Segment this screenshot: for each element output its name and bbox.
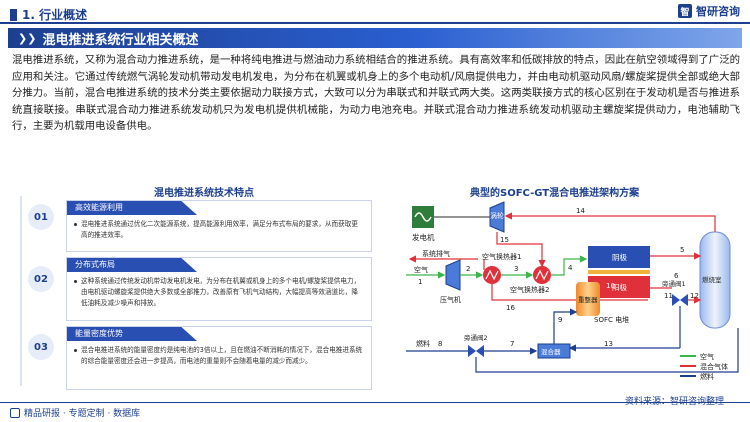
valve1-label: 旁通阀1 bbox=[662, 279, 686, 288]
compressor-label: 压气机 bbox=[440, 295, 461, 304]
source-note: 资料来源：智研咨询整理 bbox=[624, 397, 724, 407]
sofc-gt-diagram: 发电机 涡轮 系统排气 空气 压气机 空气换热器1 空气换热器2 阴极 阳极 S… bbox=[406, 201, 739, 381]
stream-number: 15 bbox=[500, 236, 509, 244]
bullet-icon bbox=[74, 280, 77, 283]
exhaust-label: 系统排气 bbox=[422, 249, 450, 258]
stream-number: 10 bbox=[606, 282, 615, 290]
turbine-label: 涡轮 bbox=[490, 211, 504, 220]
stream-number: 3 bbox=[514, 265, 518, 273]
section-label: 1. 行业概述 bbox=[10, 6, 87, 23]
valve-1-icon bbox=[680, 294, 688, 306]
electrolyte-layer bbox=[588, 270, 650, 274]
anode-block bbox=[588, 276, 650, 298]
feature-card-heading: 分布式布局 bbox=[67, 258, 197, 272]
section-title: 1. 行业概述 bbox=[22, 8, 88, 22]
stream-number: 9 bbox=[558, 316, 562, 324]
mixer-label: 混合器 bbox=[541, 347, 561, 356]
feature-card-text: 混电推进系统通过优化二次能源系统，提高能源利用效率，满足分布式布局的要求，从而获… bbox=[81, 220, 358, 239]
logo-text: 智研咨询 bbox=[696, 5, 740, 18]
stream-line bbox=[551, 255, 588, 276]
footer-left: 精品研报 · 专题定制 · 数据库 bbox=[10, 406, 140, 419]
cathode-label: 阴极 bbox=[612, 252, 627, 262]
brand-logo: 智 智研咨询 bbox=[678, 3, 740, 19]
hx2-label: 空气换热器2 bbox=[510, 285, 549, 294]
stream-number: 4 bbox=[568, 264, 573, 272]
stream-number: 5 bbox=[680, 246, 684, 254]
diagram-title: 典型的SOFC-GT混合电推进架构方案 bbox=[470, 188, 640, 199]
intro-paragraph: 混电推进系统，又称为混合动力推进系统，是一种将纯电推进与燃油动力系统相结合的推进… bbox=[12, 54, 740, 133]
feature-card-text: 混合电推进系统的能量密度约是纯电池的3倍以上，且在燃油不断消耗的情况下，混合电推… bbox=[81, 346, 363, 365]
title-bar: ❯❯ 混电推进系统行业相关概述 bbox=[8, 28, 742, 48]
valve-2-icon bbox=[468, 345, 476, 357]
feature-card: 分布式布局 这种系统通过传统发动机带动发电机发电，为分布在机翼或机身上的多个电机… bbox=[66, 257, 372, 321]
stream-number: 7 bbox=[510, 340, 514, 348]
logo-icon: 智 bbox=[678, 4, 692, 18]
valve-1-icon bbox=[672, 294, 680, 306]
sine-wave-icon bbox=[414, 212, 432, 222]
legend-label: 混合气体 bbox=[700, 362, 728, 371]
zigzag-icon bbox=[485, 269, 499, 281]
stream-line bbox=[553, 308, 578, 344]
reformer-label: 重整器 bbox=[578, 295, 598, 304]
legend-label: 燃料 bbox=[700, 372, 714, 381]
fuel-label: 燃料 bbox=[416, 339, 430, 348]
feature-card-body: 混合电推进系统的能量密度约是纯电池的3倍以上，且在燃油不断消耗的情况下，混合电推… bbox=[67, 341, 371, 371]
sofc-label: SOFC 电堆 bbox=[594, 315, 629, 324]
reformer-icon bbox=[576, 282, 600, 316]
air-in-label: 空气 bbox=[414, 265, 428, 274]
page-title: 混电推进系统行业相关概述 bbox=[42, 32, 199, 48]
stream-line bbox=[475, 328, 739, 373]
feature-number: 02 bbox=[28, 266, 54, 292]
cathode-block bbox=[588, 246, 650, 268]
stream-number: 2 bbox=[466, 265, 470, 273]
stream-number: 16 bbox=[506, 304, 515, 312]
valve2-label: 旁通阀2 bbox=[464, 333, 488, 342]
valve-2-icon bbox=[476, 345, 484, 357]
combustor-label: 燃烧室 bbox=[702, 275, 722, 284]
features-title: 混电推进系统技术特点 bbox=[154, 188, 254, 199]
hx1-label: 空气换热器1 bbox=[482, 252, 521, 261]
stream-number: 14 bbox=[576, 207, 585, 215]
chevron-right-icon: ❯❯ bbox=[18, 31, 37, 45]
bullet-icon bbox=[74, 349, 77, 352]
turbine-icon bbox=[489, 201, 505, 233]
legend-label: 空气 bbox=[700, 352, 714, 361]
stream-line bbox=[504, 212, 716, 232]
generator-label: 发电机 bbox=[412, 232, 435, 242]
stream-number: 13 bbox=[604, 340, 613, 348]
feature-card: 能量密度优势 混合电推进系统的能量密度约是纯电池的3倍以上，且在燃油不断消耗的情… bbox=[66, 326, 372, 390]
feature-card-heading: 能量密度优势 bbox=[67, 327, 197, 341]
feature-card-heading: 高效能源利用 bbox=[67, 201, 197, 215]
stream-line bbox=[496, 232, 546, 268]
feature-card-body: 混电推进系统通过优化二次能源系统，提高能源利用效率，满足分布式布局的要求，从而获… bbox=[67, 215, 371, 245]
stream-number: 12 bbox=[690, 292, 699, 300]
footer-text: 精品研报 · 专题定制 · 数据库 bbox=[24, 409, 141, 419]
feature-number: 01 bbox=[28, 204, 54, 230]
anode-label: 阳极 bbox=[612, 282, 627, 292]
feature-number: 03 bbox=[28, 334, 54, 360]
stream-number: 8 bbox=[438, 340, 442, 348]
features-number-rail: 01 02 03 bbox=[20, 196, 62, 386]
stream-number: 6 bbox=[674, 272, 679, 280]
bullet-icon bbox=[74, 223, 77, 226]
feature-card: 高效能源利用 混电推进系统通过优化二次能源系统，提高能源利用效率，满足分布式布局… bbox=[66, 200, 372, 252]
section-marker bbox=[10, 8, 17, 21]
footer-rule bbox=[0, 402, 750, 403]
compressor-icon bbox=[445, 259, 461, 291]
stream-number: 1 bbox=[418, 278, 422, 286]
header-rule bbox=[0, 22, 750, 24]
zigzag-icon bbox=[535, 269, 549, 281]
report-icon bbox=[10, 407, 20, 418]
feature-card-text: 这种系统通过传统发动机带动发电机发电，为分布在机翼或机身上的多个电机/螺旋桨提供… bbox=[81, 277, 361, 307]
feature-card-body: 这种系统通过传统发动机带动发电机发电，为分布在机翼或机身上的多个电机/螺旋桨提供… bbox=[67, 272, 371, 313]
stream-number: 11 bbox=[664, 292, 673, 300]
